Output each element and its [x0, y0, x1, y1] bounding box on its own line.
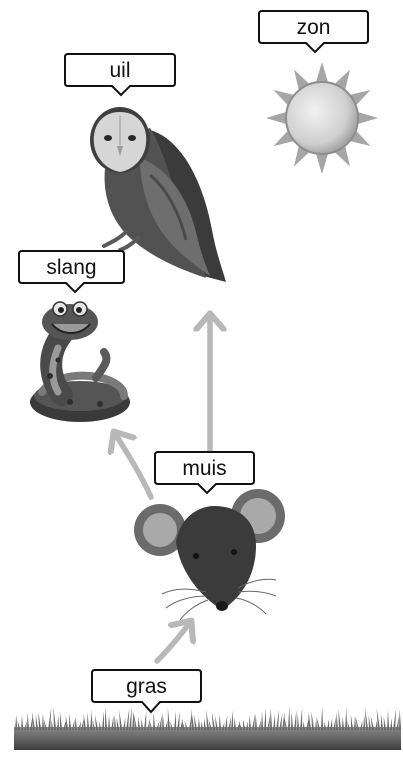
arrow-gras-to-muis [154, 621, 191, 664]
label-slang-text: slang [46, 256, 96, 279]
owl-icon [90, 107, 226, 282]
label-muis: muis [154, 451, 255, 495]
arrow-muis-to-slang [114, 432, 154, 500]
arrows-group [114, 314, 210, 664]
grass-icon [14, 706, 402, 750]
label-zon: zon [258, 10, 369, 54]
label-uil: uil [64, 53, 176, 97]
label-muis-text: muis [182, 457, 226, 480]
label-zon-text: zon [297, 16, 331, 39]
label-slang: slang [18, 250, 125, 294]
label-uil-text: uil [109, 59, 130, 82]
mouse-icon [134, 489, 285, 621]
label-gras: gras [91, 669, 202, 714]
sun-icon [266, 62, 378, 174]
snake-icon [30, 301, 130, 422]
label-gras-text: gras [126, 675, 167, 698]
